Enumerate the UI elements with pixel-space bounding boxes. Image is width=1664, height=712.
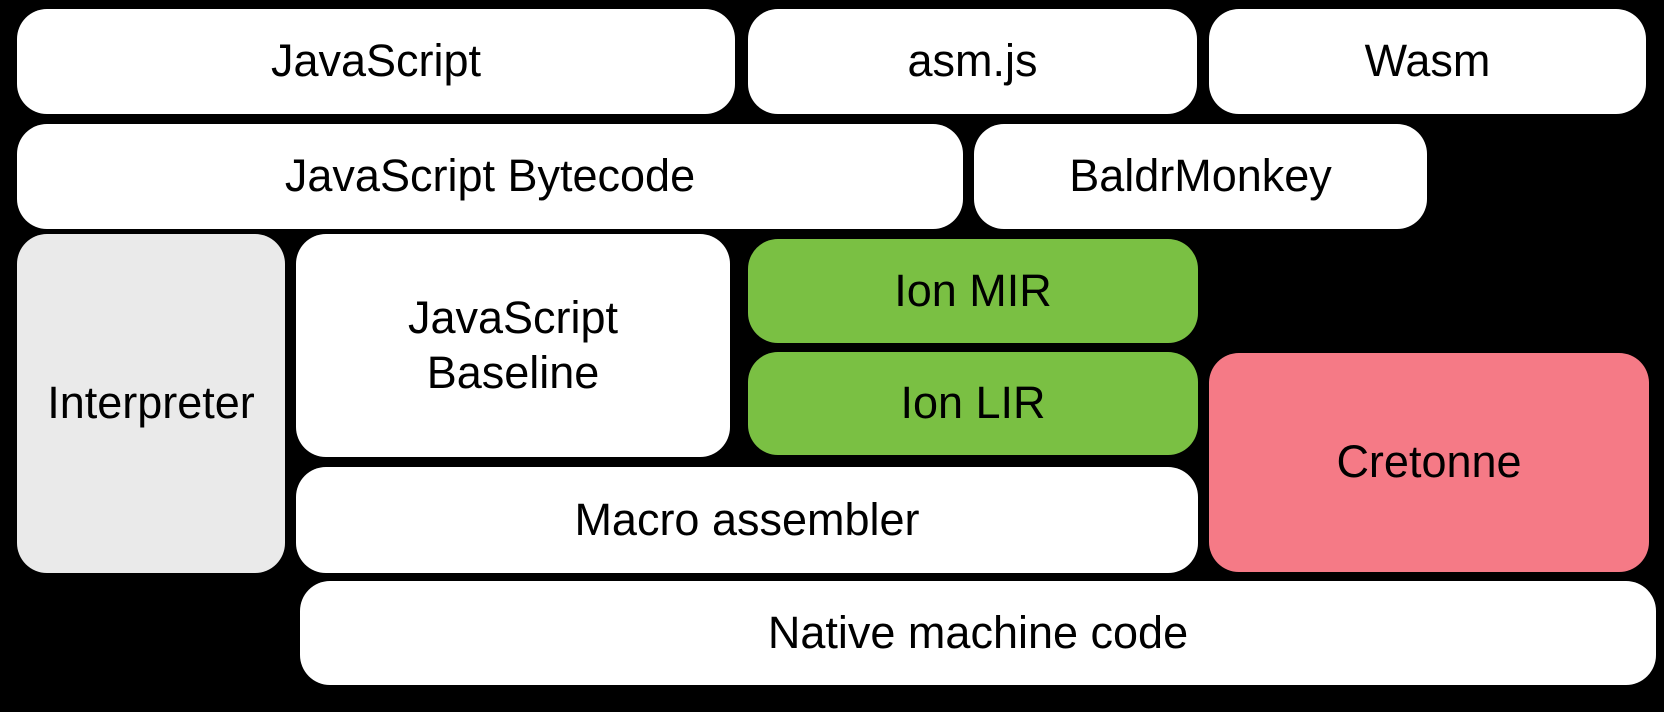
node-ion-lir: Ion LIR — [748, 352, 1198, 455]
node-macro-assembler: Macro assembler — [296, 467, 1198, 573]
node-native-machine-code: Native machine code — [300, 581, 1656, 685]
node-baldrmonkey: BaldrMonkey — [974, 124, 1427, 229]
node-javascript-baseline: JavaScript Baseline — [296, 234, 730, 457]
node-javascript-bytecode: JavaScript Bytecode — [17, 124, 963, 229]
node-asmjs: asm.js — [748, 9, 1197, 114]
node-javascript: JavaScript — [17, 9, 735, 114]
node-wasm: Wasm — [1209, 9, 1646, 114]
node-cretonne: Cretonne — [1209, 353, 1649, 572]
node-ion-mir: Ion MIR — [748, 239, 1198, 343]
node-interpreter: Interpreter — [17, 234, 285, 573]
